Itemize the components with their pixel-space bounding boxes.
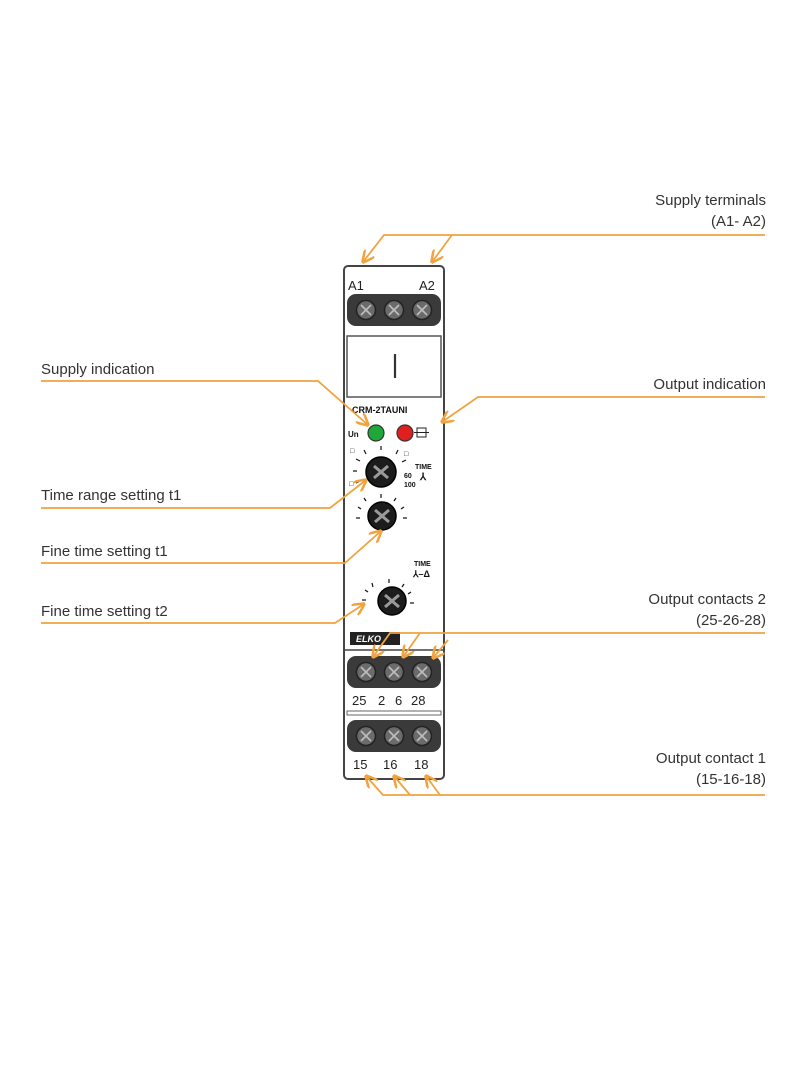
leader-fine-time-t2 bbox=[41, 604, 364, 624]
terminal-label-25: 25 bbox=[352, 693, 366, 708]
terminal-label-2: 2 bbox=[378, 693, 385, 708]
model-label: CRM-2TAUNI bbox=[352, 405, 407, 415]
screw-slot bbox=[360, 304, 372, 316]
callout-line-2: (25-26-28) bbox=[695, 612, 766, 629]
supply-led bbox=[367, 424, 385, 442]
time-label-2: TIME bbox=[414, 561, 431, 568]
terminal-label-6: 6 bbox=[395, 693, 402, 708]
terminal-label-15: 15 bbox=[353, 757, 367, 772]
terminal-label-16: 16 bbox=[383, 757, 397, 772]
callout-fine-time-setting-t2: Fine time setting t2 bbox=[41, 601, 168, 622]
screw-slot bbox=[416, 304, 428, 316]
callout-line-2: (15-16-18) bbox=[695, 771, 766, 788]
callout-line-1: Output indication bbox=[653, 376, 766, 393]
mode-symbol-1: ⅄ bbox=[419, 472, 427, 483]
callout-supply-indication: Supply indication bbox=[41, 359, 154, 380]
callout-supply-terminals: Supply terminals (A1- A2) bbox=[655, 190, 766, 232]
callout-line-1: Supply indication bbox=[41, 361, 155, 378]
leader-supply-indication bbox=[41, 380, 368, 425]
callout-fine-time-setting-t1: Fine time setting t1 bbox=[41, 541, 168, 562]
leader-output-contacts-2-a bbox=[373, 632, 765, 657]
bottom-screws bbox=[355, 725, 433, 747]
screw-slot bbox=[388, 730, 400, 742]
screw-slot bbox=[360, 666, 372, 678]
callout-output-indication: Output indication bbox=[653, 374, 766, 395]
callout-line-2: (A1- A2) bbox=[710, 213, 766, 230]
screw-slot bbox=[388, 666, 400, 678]
time-label-1: TIME bbox=[415, 464, 432, 471]
leader-fine-time-t1 bbox=[41, 531, 381, 564]
callout-line-1: Output contacts 2 bbox=[648, 591, 766, 608]
leader-output-contact-1-a bbox=[366, 776, 765, 796]
terminal-label-a2: A2 bbox=[419, 278, 435, 293]
leader-output-contacts-2-b bbox=[403, 632, 421, 657]
leader-output-contacts-2-c bbox=[433, 639, 449, 658]
top-screws bbox=[355, 299, 433, 321]
screw-slot bbox=[416, 730, 428, 742]
terminal-label-a1: A1 bbox=[348, 278, 364, 293]
screw-slot bbox=[388, 304, 400, 316]
knob-fine-time-t1[interactable] bbox=[356, 494, 407, 531]
relay-symbol-icon bbox=[414, 427, 429, 438]
un-label: Un bbox=[348, 430, 359, 439]
middle-screws bbox=[355, 661, 433, 683]
leader-output-indication bbox=[442, 396, 765, 422]
callout-line-1: Fine time setting t1 bbox=[41, 543, 168, 560]
brand-logo: ELKO bbox=[356, 634, 381, 644]
terminal-label-18: 18 bbox=[414, 757, 428, 772]
mode-symbol-2: ⅄–Δ bbox=[412, 569, 431, 579]
callout-time-range-setting-t1: Time range setting t1 bbox=[41, 485, 181, 506]
callout-output-contacts-2: Output contacts 2 (25-26-28) bbox=[648, 589, 766, 631]
screw-slot bbox=[360, 730, 372, 742]
leader-time-range-t1 bbox=[41, 480, 366, 509]
range-mark: 100 bbox=[404, 482, 416, 489]
range-mark: □ bbox=[350, 448, 355, 455]
callout-lines bbox=[41, 234, 765, 796]
output-led bbox=[396, 424, 414, 442]
leader-supply-terminals-a1 bbox=[363, 234, 765, 262]
screw-slot bbox=[416, 666, 428, 678]
leader-supply-terminals-a2 bbox=[432, 234, 453, 262]
terminal-label-28: 28 bbox=[411, 693, 425, 708]
terminal-recess bbox=[346, 710, 442, 716]
leader-output-contact-1-b bbox=[394, 776, 411, 796]
leader-output-contact-1-c bbox=[426, 776, 441, 796]
callout-line-1: Time range setting t1 bbox=[41, 487, 182, 504]
callout-output-contact-1: Output contact 1 (15-16-18) bbox=[656, 748, 766, 790]
range-mark: 60 bbox=[404, 473, 412, 480]
callout-line-1: Supply terminals bbox=[655, 192, 766, 209]
callout-line-1: Output contact 1 bbox=[655, 750, 766, 767]
range-mark: □ bbox=[349, 481, 354, 488]
range-mark: □ bbox=[404, 451, 409, 458]
callout-line-1: Fine time setting t2 bbox=[41, 603, 168, 620]
knob-fine-time-t2[interactable] bbox=[362, 579, 414, 616]
knob-time-range-t1[interactable] bbox=[353, 446, 407, 488]
